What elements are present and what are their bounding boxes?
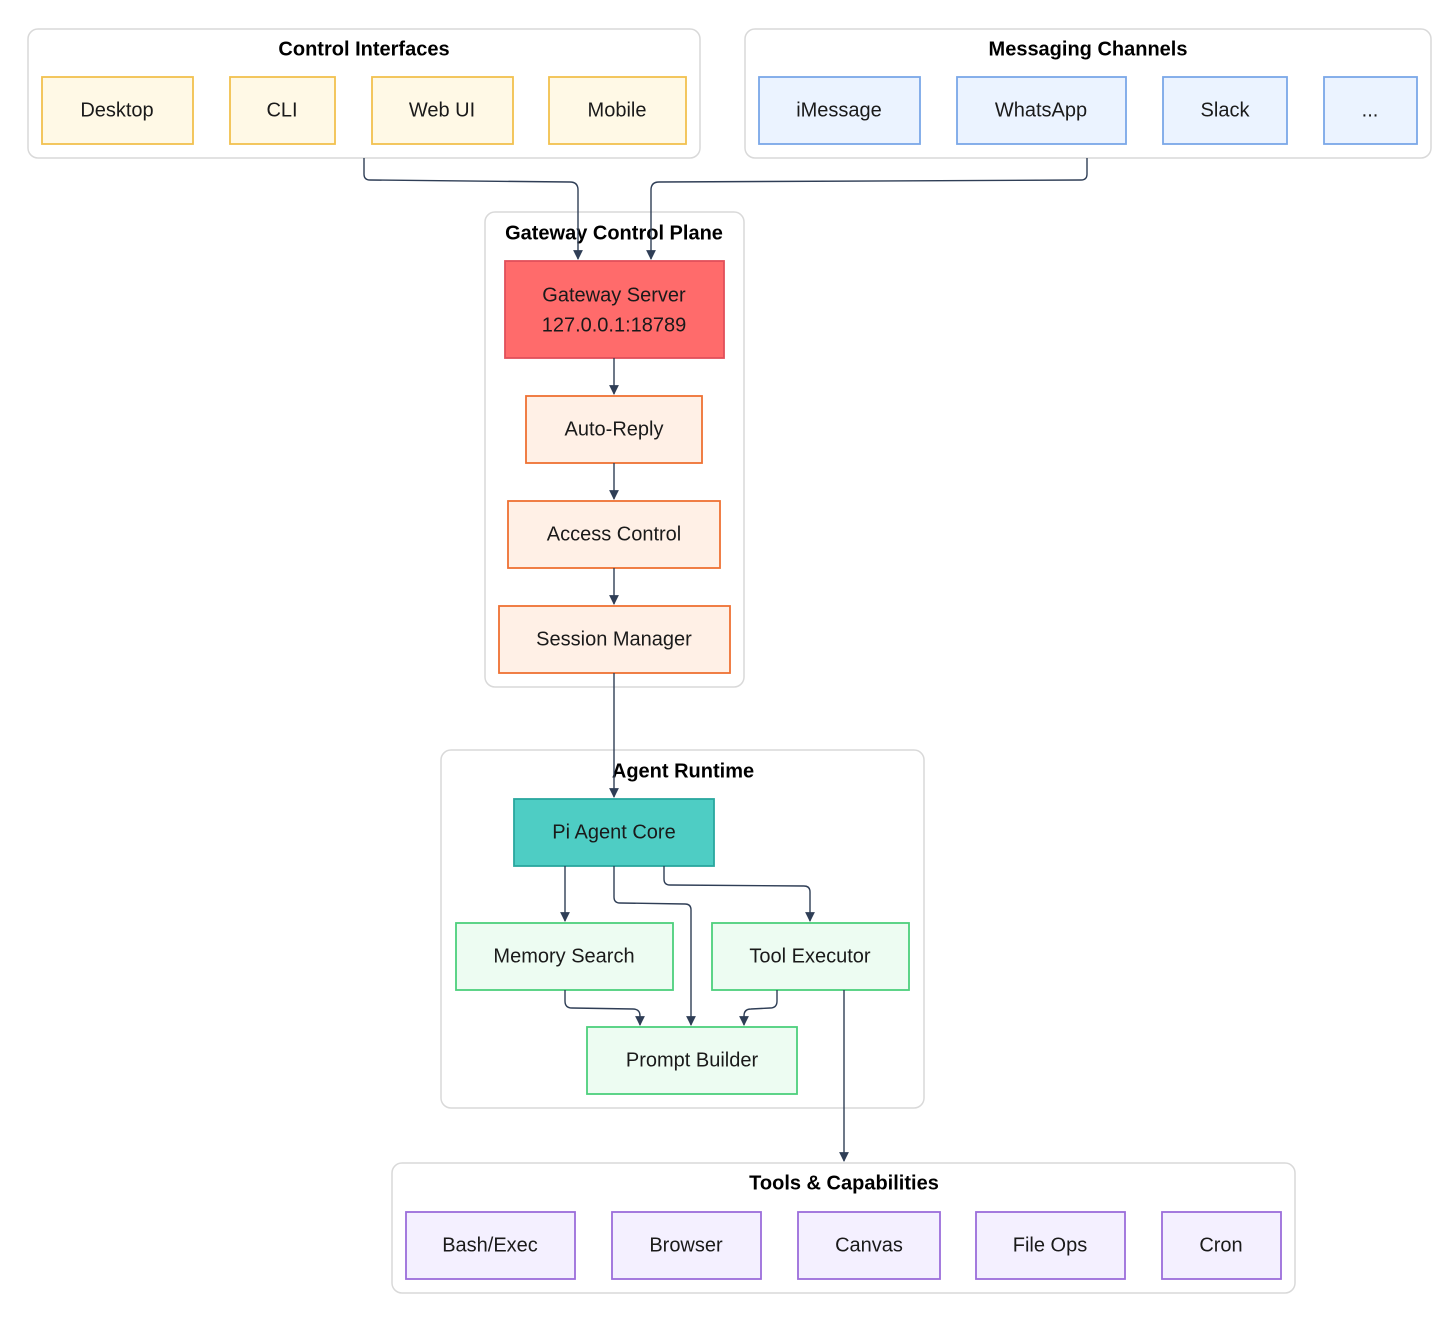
edge-messaging-to-gateway (646, 158, 1088, 260)
cluster-title-gateway-control-plane: Gateway Control Plane (505, 222, 723, 244)
node-pi-agent-core: Pi Agent Core (513, 798, 715, 867)
node-label-gateway-server: Gateway Server (542, 284, 686, 306)
node-gateway-server: Gateway Server 127.0.0.1:18789 (504, 260, 725, 359)
node-label-mobile: Mobile (588, 99, 647, 121)
node-label-memory-search: Memory Search (493, 945, 634, 967)
node-label-auto-reply: Auto-Reply (565, 418, 664, 440)
cluster-title-tools-capabilities: Tools & Capabilities (749, 1172, 939, 1194)
node-prompt-builder: Prompt Builder (586, 1026, 798, 1095)
edge-tool-to-prompt (739, 990, 778, 1026)
node-label-prompt-builder: Prompt Builder (626, 1049, 759, 1071)
node-whatsapp: WhatsApp (956, 76, 1127, 145)
node-label-access-control: Access Control (547, 523, 682, 545)
node-label-web-ui: Web UI (409, 99, 475, 121)
node-auto-reply: Auto-Reply (525, 395, 703, 464)
cluster-title-messaging-channels: Messaging Channels (989, 38, 1188, 60)
node-label-whatsapp: WhatsApp (995, 99, 1087, 121)
edge-core-to-prompt (613, 866, 696, 1026)
node-web-ui: Web UI (371, 76, 514, 145)
node-label-cli: CLI (266, 99, 297, 121)
node-label-file-ops: File Ops (1013, 1234, 1087, 1256)
node-label-desktop: Desktop (80, 99, 153, 121)
cluster-control-interfaces: Control Interfaces (27, 28, 701, 159)
node-tool-executor: Tool Executor (711, 922, 910, 991)
node-desktop: Desktop (41, 76, 194, 145)
node-access-control: Access Control (507, 500, 721, 569)
node-label-imessage: iMessage (796, 99, 882, 121)
node-label-cron: Cron (1199, 1234, 1242, 1256)
node-label-bash-exec: Bash/Exec (442, 1234, 538, 1256)
node-label-tool-executor: Tool Executor (749, 945, 871, 967)
node-imessage: iMessage (758, 76, 921, 145)
edge-core-to-tool (663, 866, 815, 922)
edge-memory-to-prompt (564, 990, 645, 1026)
node-label-canvas: Canvas (835, 1234, 903, 1256)
node-mobile: Mobile (548, 76, 687, 145)
node-bash-exec: Bash/Exec (405, 1211, 576, 1280)
cluster-title-agent-runtime: Agent Runtime (612, 760, 754, 782)
node-label-slack: Slack (1201, 99, 1251, 121)
node-memory-search: Memory Search (455, 922, 674, 991)
edge-control-to-gateway (363, 158, 583, 260)
node-slack: Slack (1162, 76, 1288, 145)
node-file-ops: File Ops (975, 1211, 1126, 1280)
node-cron: Cron (1161, 1211, 1282, 1280)
node-label-browser: Browser (649, 1234, 723, 1256)
node-label-more-channels: ... (1362, 99, 1379, 121)
node-session-manager: Session Manager (498, 605, 731, 674)
node-browser: Browser (611, 1211, 762, 1280)
edges (363, 158, 1088, 1162)
node-label-pi-agent-core: Pi Agent Core (552, 821, 675, 843)
node-label-session-manager: Session Manager (536, 628, 692, 650)
node-more-channels: ... (1323, 76, 1418, 145)
cluster-title-control-interfaces: Control Interfaces (278, 38, 449, 60)
node-label-gateway-address: 127.0.0.1:18789 (542, 314, 687, 336)
node-cli: CLI (229, 76, 336, 145)
node-canvas: Canvas (797, 1211, 941, 1280)
